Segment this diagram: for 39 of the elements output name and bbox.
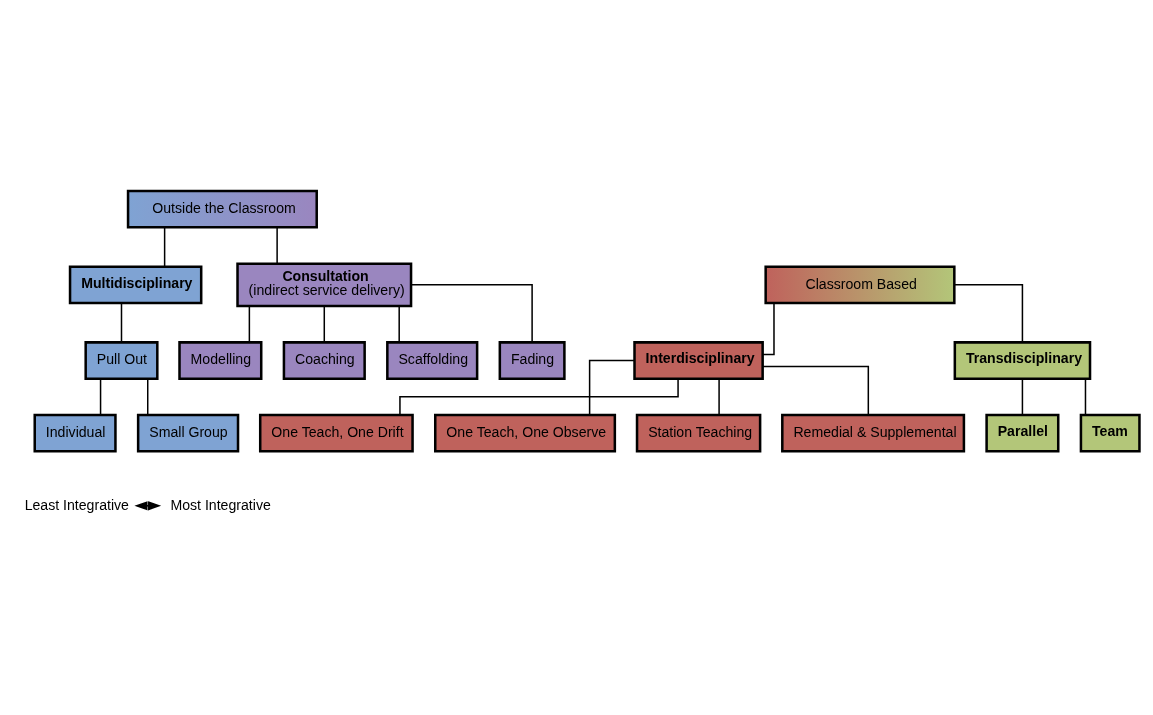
node-box: Interdisciplinary <box>633 341 764 380</box>
node-box: Pull Out <box>84 341 159 380</box>
node-box: Fading <box>498 341 566 380</box>
connector <box>323 305 326 344</box>
connector <box>398 305 400 344</box>
node-box: Parallel <box>985 413 1060 453</box>
connector <box>276 226 278 265</box>
connector <box>953 284 1024 343</box>
connector <box>410 284 533 343</box>
connector <box>99 378 102 416</box>
connector <box>1021 378 1024 416</box>
node-box: Team <box>1079 413 1141 453</box>
node-text: Most Integrative <box>170 496 271 513</box>
node-box: Individual <box>33 413 117 453</box>
node-box: Coaching <box>282 341 366 380</box>
connector <box>146 378 149 416</box>
node-box: Station Teaching <box>635 413 762 453</box>
connector <box>1084 378 1087 416</box>
connector <box>762 302 775 356</box>
node-box: One Teach, One Observe <box>434 413 617 453</box>
node-text: Least Integrative <box>24 496 129 513</box>
node-box: Modelling <box>178 341 263 380</box>
connector <box>762 365 870 416</box>
connector <box>588 359 635 416</box>
node-box: Scaffolding <box>386 341 479 380</box>
arrow <box>134 501 162 511</box>
node-box: Remedial & Supplemental <box>781 413 966 453</box>
node-box: Transdisciplinary <box>953 341 1092 380</box>
connector <box>718 378 720 416</box>
node-box: Consultation (indirect service delivery) <box>236 262 413 308</box>
connector <box>120 302 123 343</box>
node-box: Multidisciplinary <box>68 265 203 305</box>
node-box: Classroom Based <box>764 265 956 305</box>
connector <box>399 378 679 416</box>
connector <box>248 305 251 344</box>
connector <box>163 226 166 268</box>
node-box: Small Group <box>136 413 240 453</box>
node-box: Outside the Classroom <box>126 189 318 229</box>
node-box: One Teach, One Drift <box>258 413 414 453</box>
